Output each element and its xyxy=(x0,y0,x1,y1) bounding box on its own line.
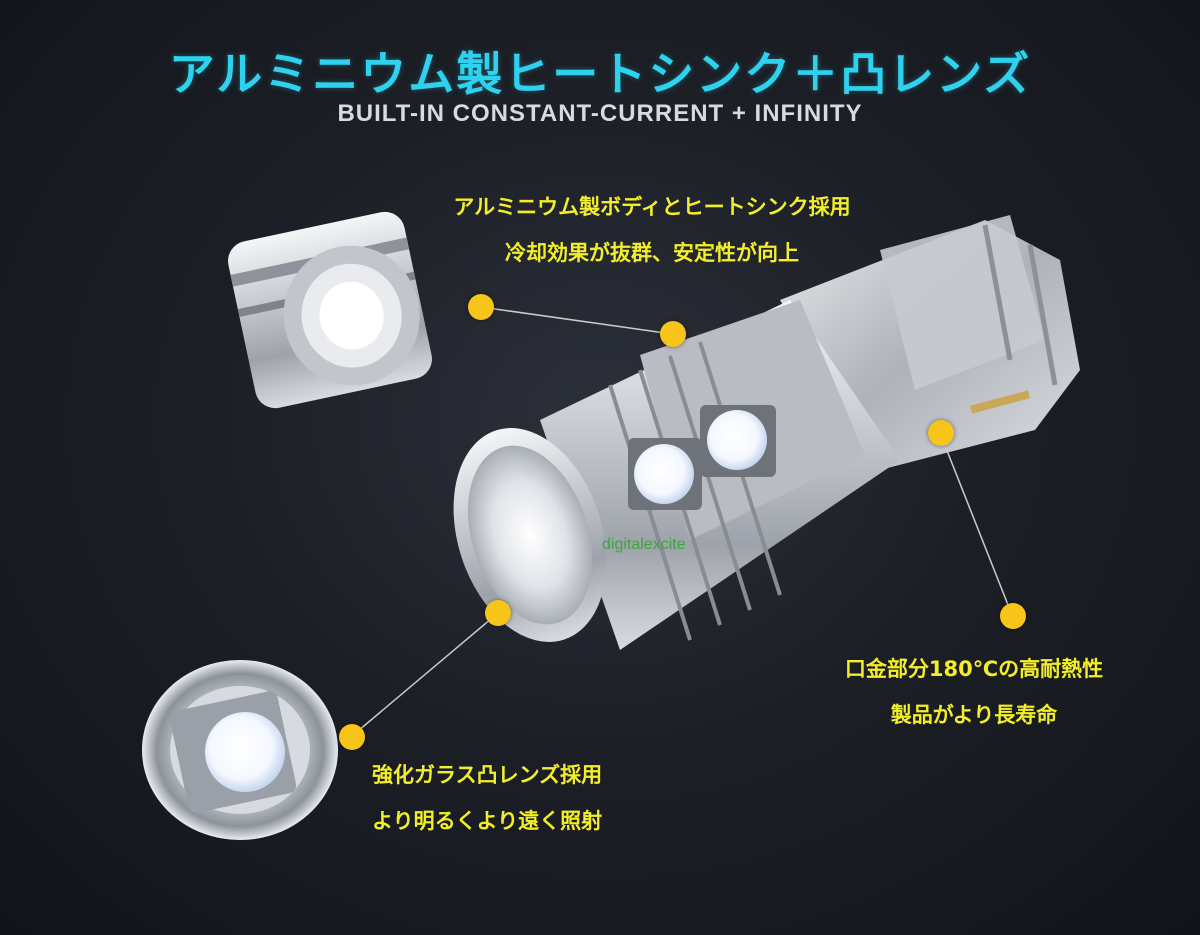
caption-base-line1: 口金部分180℃の高耐熱性 xyxy=(844,657,1104,681)
lens-housing-part xyxy=(228,211,432,409)
callout-lines xyxy=(351,306,1013,737)
bulb-body xyxy=(453,300,900,650)
marker-dot-base-end xyxy=(1000,603,1026,629)
marker-dot-base-start xyxy=(928,420,954,446)
caption-heatsink: アルミニウム製ボディとヒートシンク採用 冷却効果が抜群、安定性が向上 xyxy=(402,184,902,276)
marker-dot-heatsink-end xyxy=(660,321,686,347)
caption-lens-line1: 強化ガラス凸レンズ採用 xyxy=(372,763,603,787)
marker-dot-heatsink-start xyxy=(468,294,494,320)
page-title: アルミニウム製ヒートシンク＋凸レンズ xyxy=(168,47,1032,101)
marker-dot-lens-end xyxy=(339,724,365,750)
caption-lens: 強化ガラス凸レンズ採用 より明るくより遠く照射 xyxy=(372,752,602,844)
page-subtitle: BUILT-IN CONSTANT-CURRENT + INFINITY xyxy=(337,100,863,127)
watermark-text: digitalexcite xyxy=(602,536,686,553)
caption-base-line2: 製品がより長寿命 xyxy=(890,703,1058,727)
caption-heatsink-line2: 冷却効果が抜群、安定性が向上 xyxy=(505,241,799,265)
lens-closeup xyxy=(142,660,338,840)
caption-base: 口金部分180℃の高耐熱性 製品がより長寿命 xyxy=(804,646,1144,738)
caption-lens-line2: より明るくより遠く照射 xyxy=(372,809,603,833)
marker-dot-lens-start xyxy=(485,600,511,626)
caption-heatsink-line1: アルミニウム製ボディとヒートシンク採用 xyxy=(453,195,851,219)
